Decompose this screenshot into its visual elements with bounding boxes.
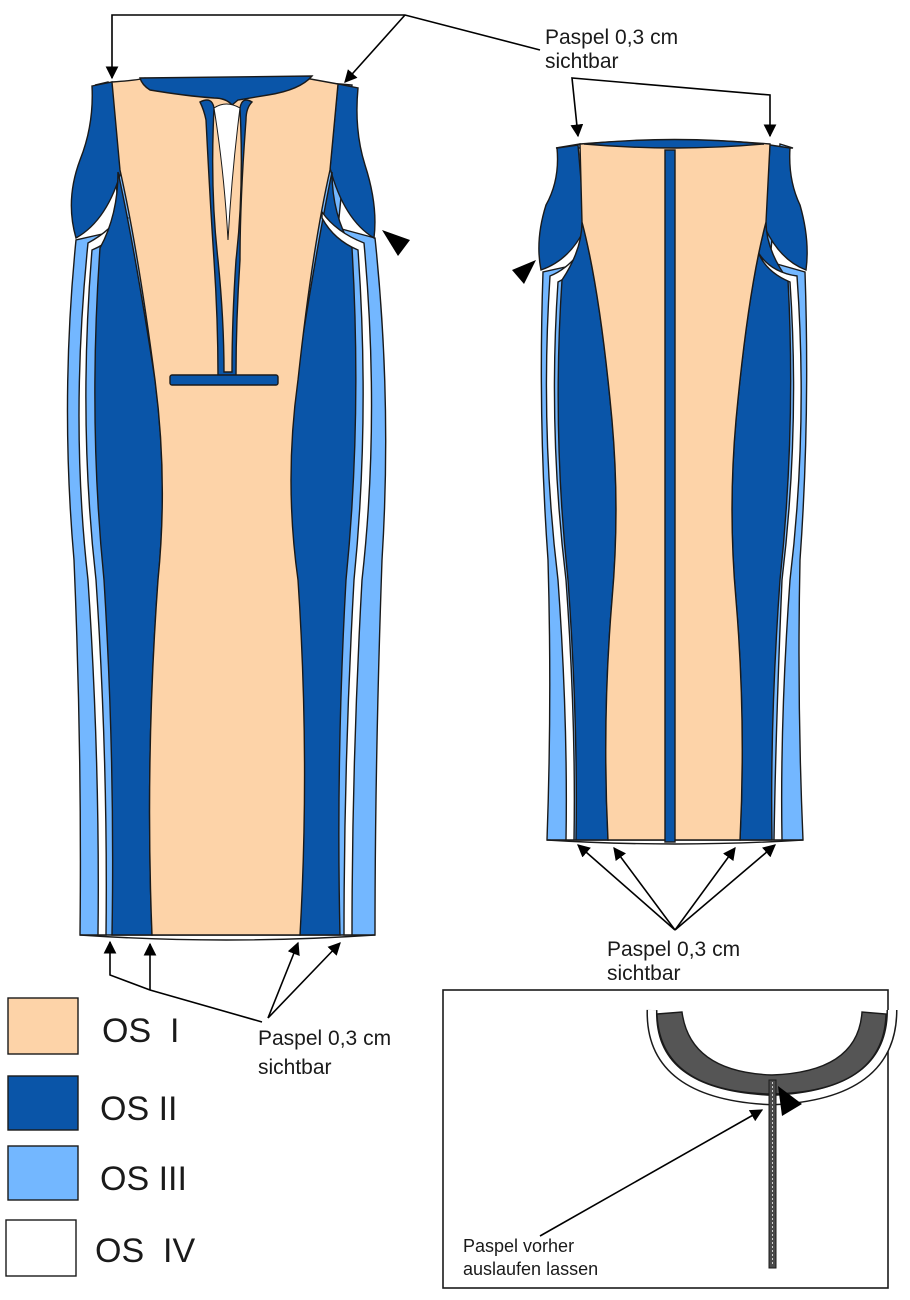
front-bottom-pointers bbox=[103, 940, 341, 1023]
back-bottom-label-line1: Paspel 0,3 cm bbox=[607, 938, 740, 961]
front-right-shoulder-os-ii bbox=[329, 83, 376, 240]
legend-label-os-i: OS I bbox=[102, 1012, 179, 1050]
armhole-markers bbox=[382, 230, 536, 284]
front-dress bbox=[66, 75, 387, 941]
back-top-pointers bbox=[570, 77, 777, 138]
back-bottom-pointer-3 bbox=[674, 846, 736, 931]
back-dress bbox=[538, 138, 808, 845]
back-bottom-pointer-4 bbox=[674, 844, 776, 931]
detail-label-line1: Paspel vorher bbox=[463, 1236, 574, 1256]
legend-swatch-os-ii bbox=[7, 1075, 79, 1131]
back-left-shoulder-os-ii bbox=[538, 144, 586, 271]
front-placket-os-ii bbox=[199, 99, 254, 377]
detail-pointer bbox=[539, 1109, 764, 1237]
front-top-label-line2: sichtbar bbox=[545, 50, 619, 73]
detail-label-line2: auslaufen lassen bbox=[463, 1259, 598, 1279]
front-bottom-label-line2: sichtbar bbox=[258, 1056, 332, 1079]
back-bottom-pointer-2 bbox=[613, 846, 676, 931]
front-hem bbox=[79, 934, 376, 941]
front-left-shoulder-os-ii bbox=[70, 81, 123, 240]
legend-label-os-ii: OS II bbox=[100, 1090, 177, 1128]
back-bottom-pointers bbox=[577, 844, 776, 931]
back-center-seam-os-ii bbox=[664, 149, 676, 843]
front-bottom-pointer-3 bbox=[267, 941, 300, 1019]
front-keyhole-opening bbox=[213, 103, 241, 241]
legend-label-os-iv: OS IV bbox=[95, 1232, 195, 1270]
legend-swatch-os-i bbox=[7, 997, 79, 1055]
front-top-pointers bbox=[105, 14, 541, 83]
legend-swatch-os-iii bbox=[7, 1145, 79, 1201]
front-bottom-pointer-4 bbox=[267, 942, 341, 1019]
front-right-piping-os-iv bbox=[321, 209, 373, 936]
collar-detail-box: Paspel vorher auslaufen lassen bbox=[442, 989, 898, 1289]
back-armhole-marker bbox=[512, 260, 536, 284]
legend-swatch-os-iv bbox=[5, 1219, 77, 1277]
front-neckline-os-ii bbox=[139, 75, 314, 106]
front-top-pointer-right bbox=[344, 14, 406, 83]
front-top-pointer-left bbox=[105, 14, 541, 80]
back-bottom-label-line2: sichtbar bbox=[607, 962, 681, 985]
front-waist-band-os-ii bbox=[169, 374, 279, 386]
back-neckline-os-ii bbox=[583, 138, 765, 149]
back-right-shoulder-os-ii bbox=[764, 144, 808, 271]
front-bottom-pointer-1 bbox=[103, 940, 263, 1023]
front-armhole-marker bbox=[382, 230, 410, 256]
collar-band bbox=[656, 1011, 887, 1095]
front-top-label-line1: Paspel 0,3 cm bbox=[545, 26, 678, 49]
back-hem bbox=[546, 839, 804, 845]
front-bottom-label-line1: Paspel 0,3 cm bbox=[258, 1027, 391, 1050]
legend-label-os-iii: OS III bbox=[100, 1160, 187, 1198]
back-top-pointer-bracket bbox=[570, 77, 777, 138]
back-bottom-pointer-1 bbox=[577, 844, 676, 931]
collar-marker bbox=[778, 1086, 802, 1116]
legend: OS I OS II OS III OS IV bbox=[5, 997, 195, 1277]
back-right-piping-os-iv bbox=[757, 251, 802, 841]
